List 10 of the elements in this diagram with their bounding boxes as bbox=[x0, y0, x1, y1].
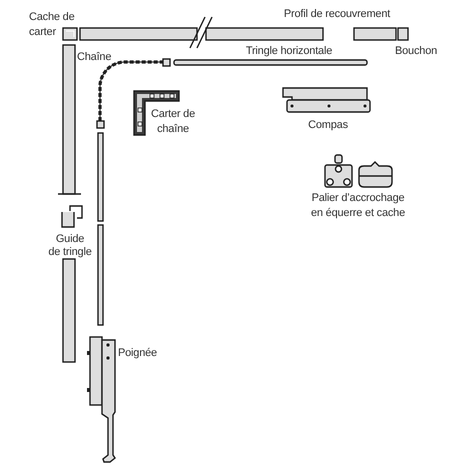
part-label: Palier d’accrochage en équerre et cache bbox=[310, 191, 406, 221]
part-label: Cache de carter bbox=[29, 10, 76, 40]
part-label: Tringle horizontale bbox=[244, 44, 334, 58]
part-label: Compas bbox=[307, 118, 349, 132]
part-label: Profil de recouvrement bbox=[282, 7, 392, 21]
part-label: Carter de chaîne bbox=[150, 107, 196, 137]
part-label: Poignée bbox=[118, 346, 157, 360]
part-label: Chaîne bbox=[77, 50, 112, 64]
part-label: Guide de tringle bbox=[47, 233, 93, 259]
part-label: Bouchon bbox=[395, 44, 438, 58]
